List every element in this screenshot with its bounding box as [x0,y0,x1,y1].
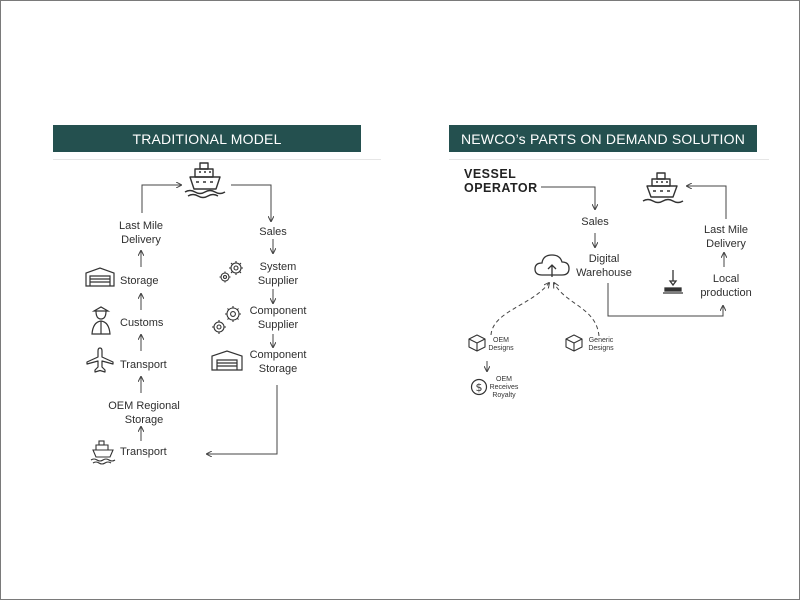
arrow-warehouse-to-local [607,283,723,317]
cloud-icon [534,251,570,279]
pod-divider [449,159,769,160]
oem-design-cube-icon [468,334,486,352]
svg-text:$: $ [476,381,483,394]
traditional-divider [53,159,381,160]
gears-component-supplier-icon [209,305,243,337]
traditional-model-banner: TRADITIONAL MODEL [53,125,361,152]
arrow-ship-to-sales [231,184,271,221]
warehouse-component-storage-icon [211,350,243,371]
customs-officer-icon [90,305,112,335]
vessel-ship-icon [641,171,685,207]
3d-printer-icon [662,269,684,295]
arrow-storage-to-transport [207,385,278,454]
label-storage: Storage [120,275,159,287]
label-sales-right: Sales [581,216,609,228]
label-transport-air: Transport [120,359,167,371]
gears-system-supplier-icon [217,259,245,285]
label-transport-sea: Transport [120,446,167,458]
generic-design-cube-icon [565,334,583,352]
label-customs: Customs [120,317,164,329]
ship-icon [182,161,230,199]
arrow-delivery-to-vessel [687,186,727,219]
cargo-ship-icon [90,440,116,465]
label-sales-left: Sales [259,226,287,238]
dashed-generic-to-cloud [554,283,600,337]
dollar-coin-icon: $ [470,378,488,396]
dashed-oem-to-cloud [490,283,549,336]
arrow-delivery-to-ship [141,185,181,213]
warehouse-storage-icon [85,267,115,287]
airplane-icon [86,347,114,373]
arrow-vessel-to-sales [541,186,595,209]
parts-on-demand-banner: NEWCO’s PARTS ON DEMAND SOLUTION [449,125,757,152]
